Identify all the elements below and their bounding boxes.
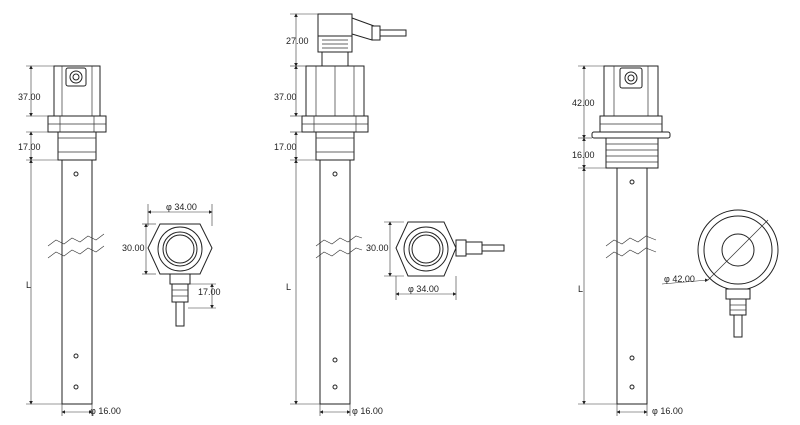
sensor-c-nut-dim: 16.00 [572, 150, 595, 160]
sensor-b-connector-dim: 27.00 [286, 36, 309, 46]
sensor-b-nut-dim: 17.00 [274, 142, 297, 152]
sensor-b-length-dim: L [286, 282, 291, 292]
sensor-a-tube-dia-dim: φ 16.00 [90, 406, 121, 416]
sensor-a-nut-dim: 17.00 [18, 142, 41, 152]
sensor-c-length-dim: L [578, 284, 583, 294]
sensor-b-dimensions: 27.00 37.00 17.00 L φ 16.00 [274, 13, 383, 416]
sensor-c-head-dim: 42.00 [572, 98, 595, 108]
sensor-b-top-view [395, 221, 505, 277]
sensor-a-top-height-dim: 30.00 [122, 243, 145, 253]
sensor-b-head-dim: 37.00 [274, 92, 297, 102]
sensor-a-head-dim: 37.00 [18, 92, 41, 102]
sensor-a-side-view [47, 65, 107, 405]
sensor-b-top-width-dim: φ 34.00 [408, 284, 439, 294]
sensor-c-top-diameter-dim: φ 42.00 [664, 274, 695, 284]
sensor-a-top-view [147, 223, 213, 327]
sensor-a-length-dim: L [26, 280, 31, 290]
sensor-a-dimensions: 37.00 17.00 L φ 16.00 [18, 65, 121, 416]
sensor-c-side-view [591, 65, 671, 405]
sensor-b-tube-dia-dim: φ 16.00 [352, 406, 383, 416]
sensor-b-top-height-dim: 30.00 [366, 243, 389, 253]
sensor-c-tube-dia-dim: φ 16.00 [652, 406, 683, 416]
sensor-c-top-view [697, 209, 779, 338]
sensor-a-cable-dim: 17.00 [198, 287, 221, 297]
sensor-c-top-dimensions: φ 42.00 [661, 274, 709, 285]
sensor-a-top-dimensions: φ 34.00 30.00 17.00 [122, 202, 221, 309]
sensor-b-top-dimensions: 30.00 φ 34.00 [366, 221, 457, 300]
sensor-c-dimensions: 42.00 16.00 L φ 16.00 [572, 65, 683, 416]
sensor-b-side-view [301, 13, 407, 405]
sensor-a-top-width-dim: φ 34.00 [166, 202, 197, 212]
